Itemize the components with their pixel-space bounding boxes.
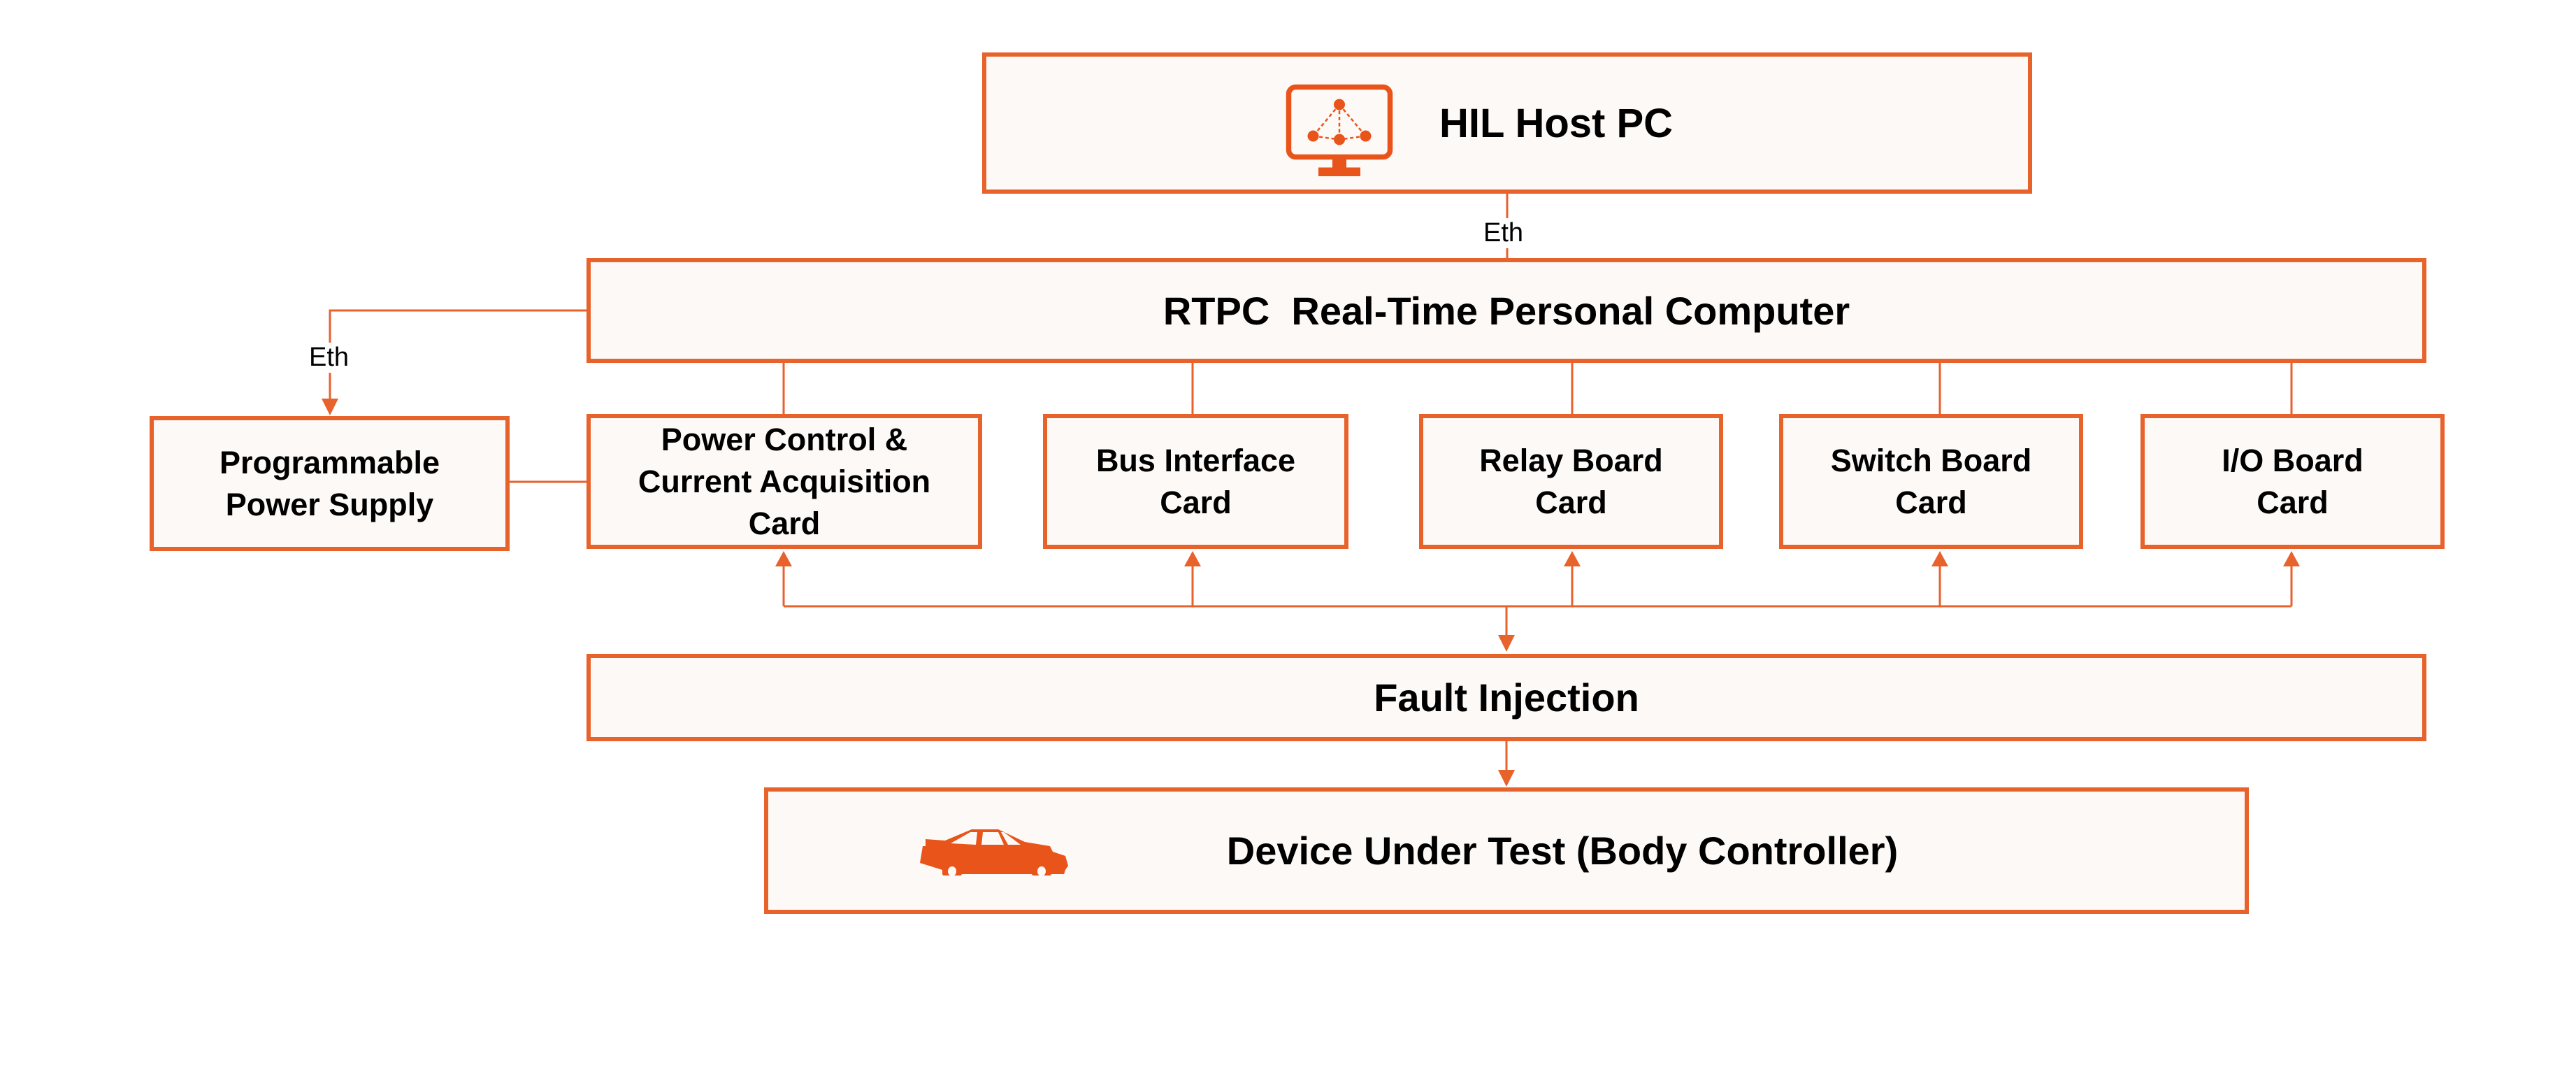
- card-label: Power Control &: [661, 421, 908, 457]
- card-label: Relay Board: [1479, 442, 1663, 478]
- card-label: Card: [1895, 484, 1967, 520]
- card-label: Card: [1160, 484, 1232, 520]
- card-label: Bus Interface: [1095, 442, 1296, 478]
- fault-injection-box: Fault Injection: [587, 654, 2426, 741]
- arrow-card-4: [1931, 551, 1948, 566]
- psu-link-label: Eth: [306, 343, 352, 373]
- arrow-fault: [1498, 635, 1515, 652]
- card-label: I/O Board: [2222, 442, 2363, 478]
- host-link-label: Eth: [1481, 218, 1527, 248]
- car-icon: [920, 829, 1068, 876]
- rtpc-psu-line: [329, 309, 587, 399]
- device-under-test-box: Device Under Test (Body Controller): [764, 787, 2249, 914]
- host-title: HIL Host PC: [1439, 100, 1674, 146]
- card-label: Current Acquisition: [638, 463, 931, 499]
- arrow-card-2: [1184, 551, 1201, 566]
- card-label: Switch Board: [1830, 442, 2032, 478]
- monitor-network-icon: [1286, 84, 1393, 176]
- arrow-card-5: [2283, 551, 2300, 566]
- arrow-card-3: [1564, 551, 1581, 566]
- fault-title: Fault Injection: [1374, 676, 1639, 720]
- arrow-psu: [322, 399, 338, 415]
- psu-line-2: Power Supply: [225, 486, 434, 522]
- arrow-dut: [1498, 770, 1515, 787]
- rtpc-box: RTPC Real-Time Personal Computer: [587, 258, 2426, 363]
- card-label: Card: [2257, 484, 2329, 520]
- card-label: Card: [748, 505, 821, 541]
- rtpc-title: RTPC Real-Time Personal Computer: [1163, 288, 1850, 333]
- arrow-card-1: [775, 551, 792, 566]
- hil-host-pc-box: HIL Host PC: [982, 52, 2032, 194]
- psu-line-1: Programmable: [219, 444, 440, 480]
- card-label: Card: [1535, 484, 1607, 520]
- dut-title: Device Under Test (Body Controller): [1226, 829, 1899, 873]
